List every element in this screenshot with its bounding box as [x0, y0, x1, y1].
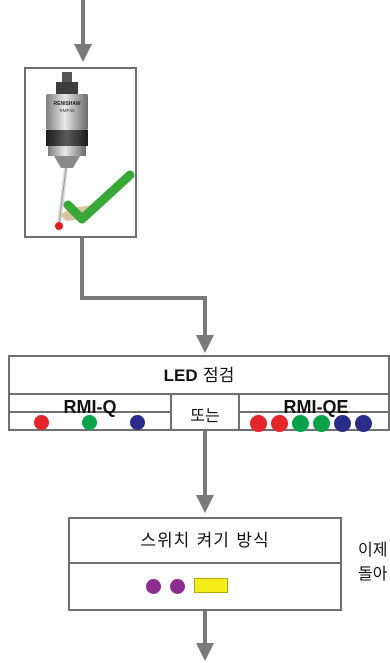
check-mark-icon [63, 170, 135, 224]
led-indicator [292, 415, 309, 432]
connector-probe-to-led [80, 238, 207, 338]
arrow-head-switch [196, 495, 214, 513]
led-indicator [313, 415, 330, 432]
side-note-line-1: 이제 [358, 540, 388, 559]
rmi-qe-led-row [240, 413, 390, 432]
table-divider-right [238, 395, 240, 431]
led-indicator [250, 415, 267, 432]
switch-on-title: 스위치 켜기 방식 [140, 531, 270, 551]
led-indicator [130, 415, 145, 430]
led-indicator [271, 415, 288, 432]
table-divider-horizontal [10, 393, 388, 395]
table-divider-left [170, 395, 172, 431]
column-rmi-qe: RMI-QE [283, 397, 349, 417]
switch-on-method-box: 스위치 켜기 방식 [68, 517, 342, 611]
probe-brand-text: RENISHAW [54, 101, 81, 107]
arrow-head-led [196, 335, 214, 353]
led-indicator [82, 415, 97, 430]
switch-led-indicator [146, 579, 161, 594]
rmi-q-led-row [10, 413, 170, 431]
arrow-head-top [74, 44, 92, 62]
arrow-head-bottom [196, 643, 214, 661]
stylus-ball [55, 222, 63, 230]
switch-box-divider [70, 562, 340, 564]
side-note-line-2: 돌아 [358, 564, 388, 583]
probe-illustration: RENISHAW RMP40 [46, 72, 135, 230]
led-check-title: LED 점검 [10, 357, 388, 395]
probe-image-box: RENISHAW RMP40 [24, 67, 137, 238]
switch-led-indicator [170, 579, 185, 594]
table-divider-left-sub [10, 411, 170, 413]
led-indicator [355, 415, 372, 432]
led-indicator [334, 415, 351, 432]
or-label: 또는 [190, 406, 220, 425]
switch-led-yellow-indicator [194, 578, 228, 593]
switch-led-row [70, 564, 340, 609]
table-divider-right-sub [240, 411, 390, 413]
led-indicator [34, 415, 49, 430]
probe-model-text: RMP40 [59, 108, 75, 113]
led-check-title-rest: 점검 [197, 366, 235, 386]
led-check-table: LED 점검 RMI-Q 또는 RMI-QE [8, 355, 390, 432]
led-check-title-bold: LED [163, 366, 198, 385]
column-rmi-q: RMI-Q [63, 397, 117, 417]
